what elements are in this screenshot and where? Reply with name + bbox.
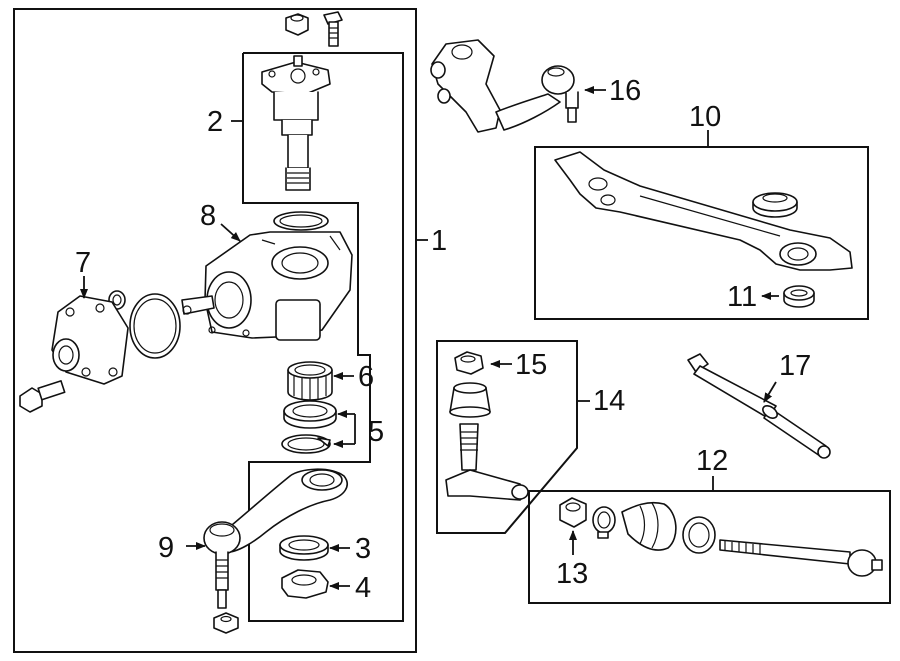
callout-15: 15 — [515, 349, 547, 381]
callout-11: 11 — [727, 281, 757, 313]
idler-arm-part — [430, 39, 579, 133]
callout-6: 6 — [358, 361, 374, 393]
callout-10: 10 — [689, 101, 721, 133]
inner-tie-rod-nut-part — [559, 497, 587, 528]
boot-clamp-part — [682, 516, 716, 554]
bearing-part — [287, 361, 333, 401]
callout-14: 14 — [593, 385, 625, 417]
callout-2: 2 — [207, 106, 223, 138]
callout-8: 8 — [200, 200, 216, 232]
large-nut-part — [281, 569, 329, 599]
callout-5: 5 — [368, 416, 384, 448]
steering-damper-part — [687, 353, 831, 459]
top-bolt-part — [323, 11, 343, 47]
tie-rod-nut-part — [454, 351, 484, 375]
gear-housing-part — [181, 231, 353, 341]
cover-bolt-part — [19, 380, 66, 413]
inner-tie-rod-frame — [528, 490, 891, 604]
retainer-ring-part — [281, 434, 331, 454]
side-cover-part — [51, 290, 181, 385]
callout-16: 16 — [609, 75, 641, 107]
callout-17: 17 — [779, 350, 811, 382]
callout-3: 3 — [355, 533, 371, 565]
pitman-arm-part — [203, 468, 348, 609]
outer-tie-rod-part — [445, 382, 529, 501]
input-shaft-part — [261, 55, 331, 191]
relay-rod-part — [554, 151, 853, 271]
callout-1: 1 — [431, 225, 447, 257]
gear-assembly-frame — [13, 8, 417, 653]
dust-seal-part — [783, 285, 815, 308]
callout-12: 12 — [696, 445, 728, 477]
callout-4: 4 — [355, 572, 371, 604]
inner-tie-rod-part — [719, 539, 883, 577]
relay-grommet-part — [752, 192, 798, 218]
callout-13: 13 — [556, 558, 588, 590]
relay-rod-frame — [534, 146, 869, 320]
clamp-part — [592, 506, 616, 539]
callout-9: 9 — [158, 532, 174, 564]
gear-subgroup-frame — [242, 52, 404, 622]
boot-part — [621, 501, 677, 551]
top-nut-part — [285, 13, 309, 36]
seal-part — [283, 400, 337, 429]
callout-7: 7 — [75, 247, 91, 279]
washer-part — [279, 535, 329, 561]
pitman-nut-part — [213, 612, 239, 634]
